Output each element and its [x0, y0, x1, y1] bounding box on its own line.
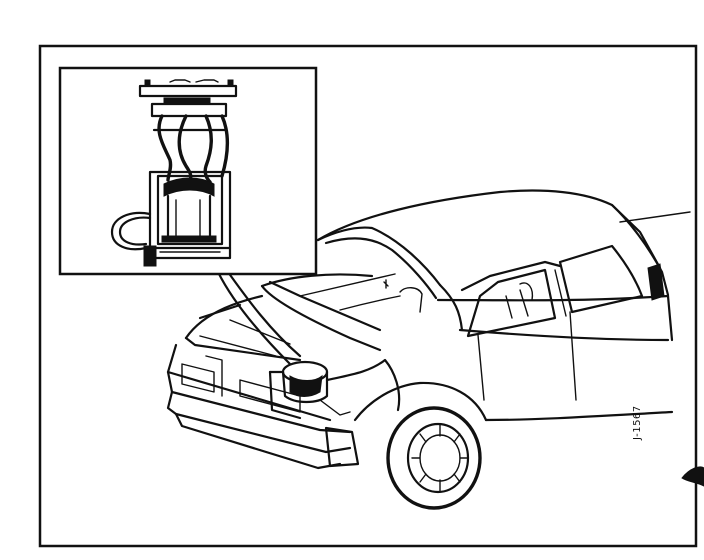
callout-leader — [216, 270, 302, 366]
drawing-code: J-1567 — [632, 405, 643, 440]
fuel-pump-assembly-detail — [110, 79, 238, 267]
frame-border — [38, 44, 698, 548]
fuel-inlet-marker — [383, 279, 389, 289]
car-body — [166, 189, 704, 510]
wheel-spokes — [411, 423, 469, 493]
